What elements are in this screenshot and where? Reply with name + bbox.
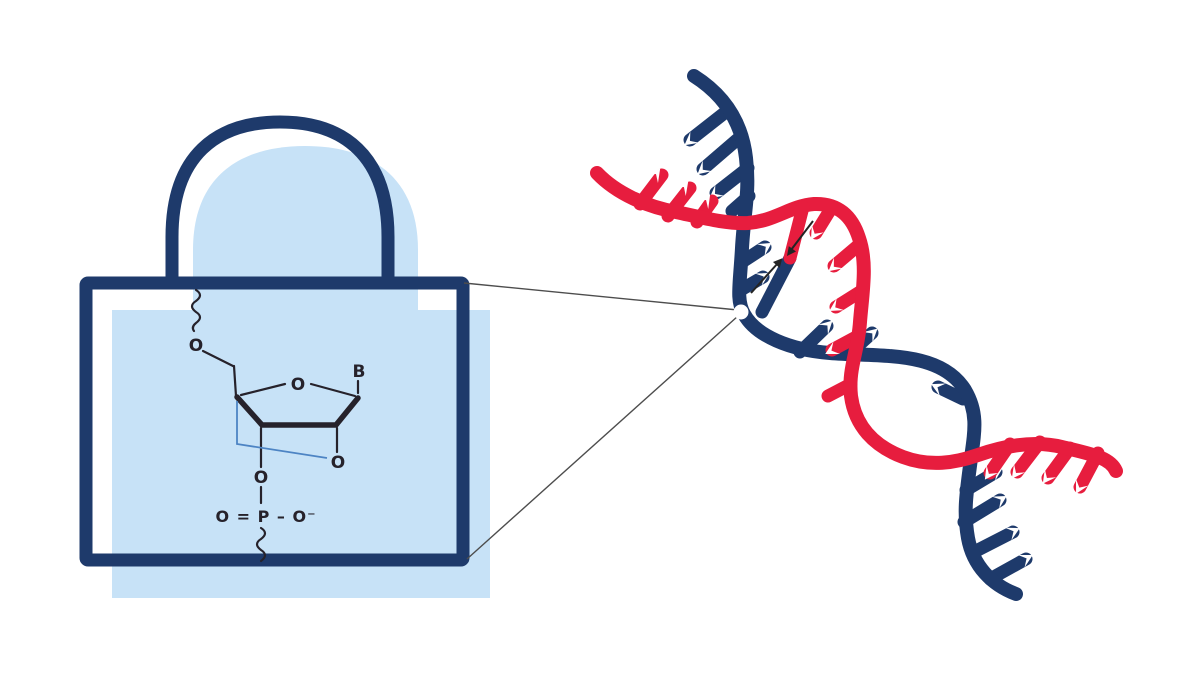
label-o5-prime: O <box>189 336 203 356</box>
base-rung <box>683 104 734 147</box>
chem-labels: O O B O O O = P – O⁻ <box>189 336 366 526</box>
bond-o5-c5 <box>201 349 235 368</box>
ring-bold-front-edge <box>234 394 361 428</box>
base-rung <box>696 131 746 176</box>
dna-helix-icon <box>590 69 1123 601</box>
dna-strand-red-group <box>590 166 1123 494</box>
squiggle-3prime <box>255 526 267 563</box>
callout-lines <box>463 282 739 560</box>
label-o2-prime: O <box>331 453 345 473</box>
label-o3-prime: O <box>254 468 268 488</box>
annealing-arrows <box>750 220 814 294</box>
lna-rung-navy-half <box>755 251 797 319</box>
lock-outline <box>79 115 470 567</box>
bond-c5-c4 <box>232 364 238 398</box>
nucleotide-structure: O O B O O O = P – O⁻ <box>189 288 366 563</box>
dna-strand-red <box>590 166 1123 478</box>
lock-fill-dome <box>193 146 418 340</box>
base-rung <box>965 525 1020 560</box>
callout-line-bottom <box>466 315 739 560</box>
arrow-upper-line <box>790 220 814 251</box>
arrowhead-lower <box>772 258 783 268</box>
callout-line-top <box>463 282 739 311</box>
annealing-arrowheads <box>772 246 797 268</box>
ring-bond-right <box>309 382 357 398</box>
arrowhead-upper <box>786 246 797 256</box>
ring-bond-left <box>239 382 287 397</box>
label-ring-oxygen: O <box>291 375 305 395</box>
label-base: B <box>353 362 366 382</box>
lna-bridge-bond <box>236 401 328 459</box>
junction-dot <box>733 304 749 320</box>
base-rung <box>931 380 970 406</box>
label-phosphate-group: O = P – O⁻ <box>215 507 316 526</box>
lock-body <box>79 276 470 567</box>
squiggle-5prime <box>190 288 202 333</box>
padlock-icon: O O B O O O = P – O⁻ <box>79 115 490 598</box>
arrow-lower-line <box>750 262 779 294</box>
lock-shackle <box>165 115 395 287</box>
